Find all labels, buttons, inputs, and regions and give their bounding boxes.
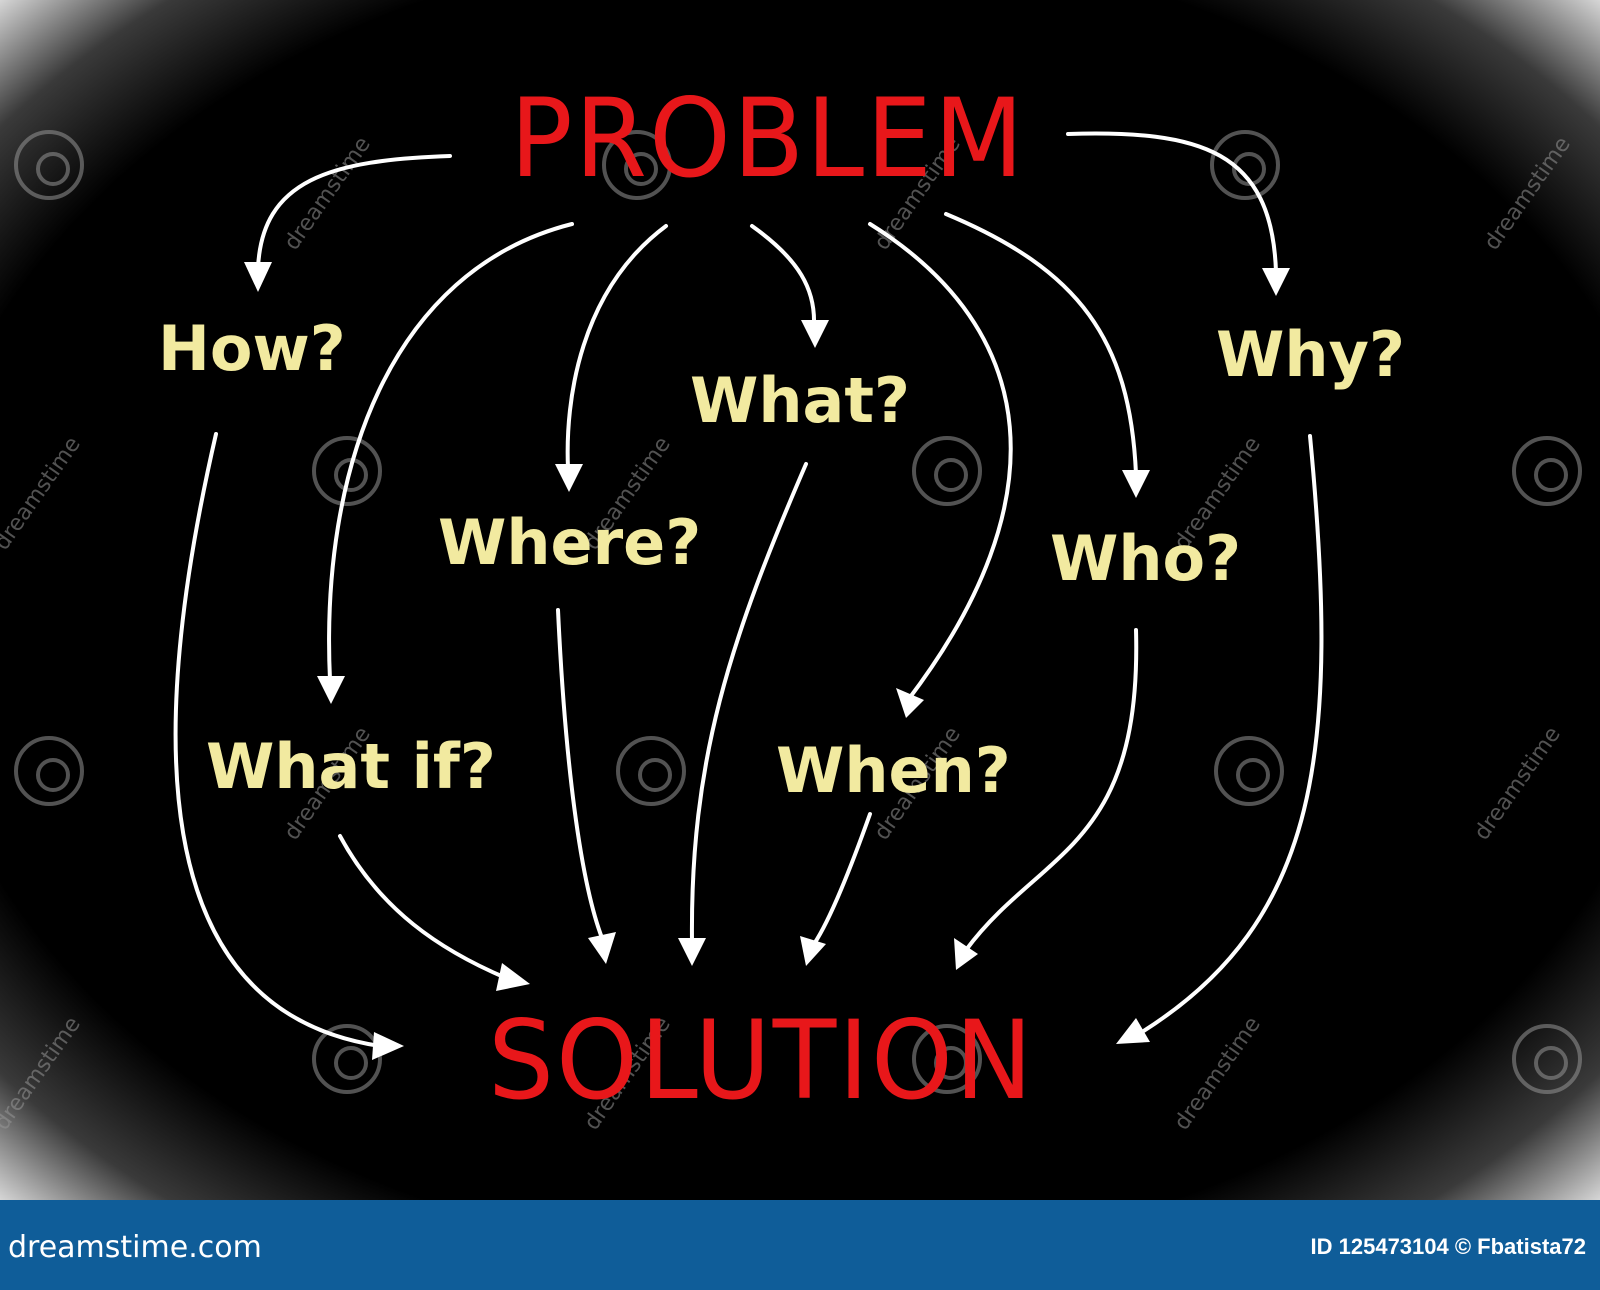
watermark-spiral-icon [912, 1024, 982, 1094]
arrow-problem-to-how [244, 154, 452, 292]
question-who: Who? [1050, 522, 1242, 595]
problem-label: PROBLEM [510, 73, 1026, 203]
solution-label: SOLUTION [488, 995, 1035, 1125]
watermark-spiral-icon [1512, 1024, 1582, 1094]
question-what: What? [690, 364, 910, 437]
arrow-where-to-solution [556, 608, 616, 964]
watermark-spiral-icon [1214, 736, 1284, 806]
watermark-spiral-icon [616, 736, 686, 806]
footer-bar: dreamstime.com ID 125473104 © Fbatista72 [0, 1200, 1600, 1290]
arrow-how-to-solution [173, 432, 404, 1060]
arrow-problem-to-why [1066, 131, 1290, 296]
question-why: Why? [1216, 318, 1405, 391]
watermark-spiral-icon [1512, 436, 1582, 506]
watermark-spiral-icon [1210, 130, 1280, 200]
arrow-why-to-solution [1116, 434, 1324, 1044]
chalkboard: dreamstime dreamstime dreamstime dreamst… [0, 0, 1600, 1200]
arrow-whatif-to-solution [338, 834, 530, 991]
arrow-when-to-solution [800, 812, 872, 966]
footer-credit: ID 125473104 © Fbatista72 [1310, 1234, 1586, 1259]
watermark-spiral-icon [14, 130, 84, 200]
watermark-spiral-icon [14, 736, 84, 806]
question-what-if: What if? [206, 730, 496, 803]
diagram-canvas: dreamstime dreamstime dreamstime dreamst… [0, 0, 1600, 1200]
arrow-problem-to-who [944, 212, 1150, 498]
footer-site-link[interactable]: dreamstime.com [8, 1230, 262, 1265]
watermark-spiral-icon [602, 130, 672, 200]
flow-arrows [0, 0, 1600, 1200]
arrow-what-to-solution [678, 462, 808, 966]
question-where: Where? [438, 506, 702, 579]
question-when: When? [776, 734, 1011, 807]
arrow-problem-to-what [750, 224, 829, 348]
arrow-who-to-solution [954, 628, 1139, 970]
arrow-problem-to-whatif [317, 222, 574, 704]
watermark-spiral-icon [912, 436, 982, 506]
arrow-problem-to-when [868, 222, 1013, 718]
question-how: How? [158, 312, 346, 385]
arrow-problem-to-where [555, 224, 668, 492]
watermark-spiral-icon [312, 1024, 382, 1094]
